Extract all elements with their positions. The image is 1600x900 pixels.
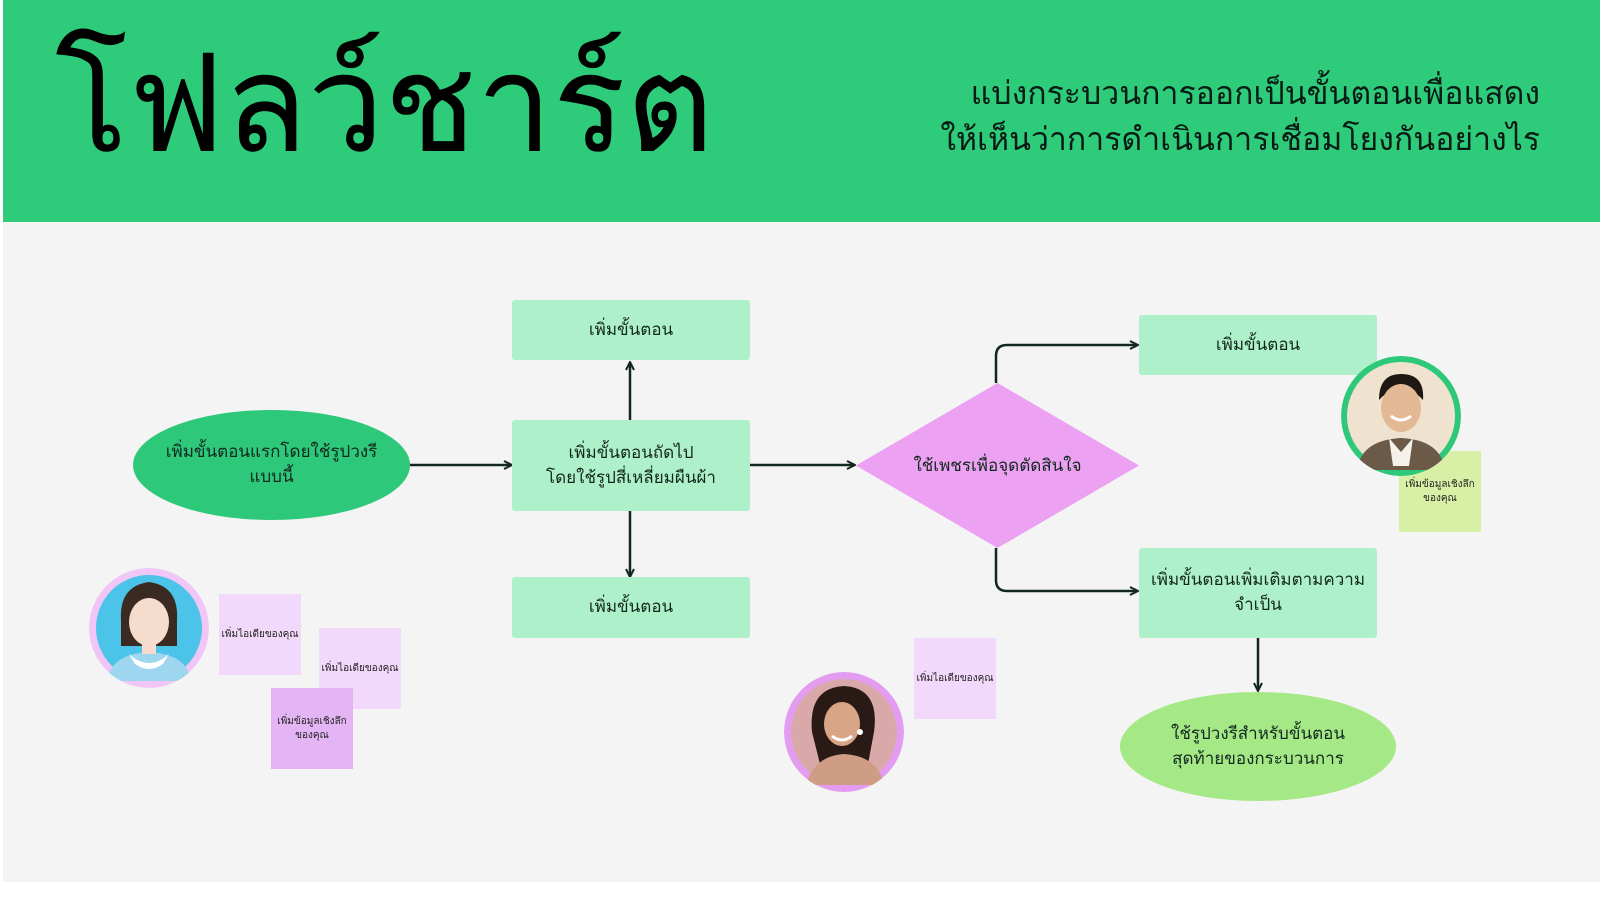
decision-diamond[interactable]: ใช้เพชรเพื่อจุดตัดสินใจ (856, 383, 1139, 548)
subtitle-line-2: ให้เห็นว่าการดำเนินการเชื่อมโยงกันอย่างไ… (940, 120, 1540, 158)
arrow-decision-to-branch-bottom (994, 548, 1137, 591)
avatar-right[interactable] (1341, 356, 1461, 476)
start-ellipse[interactable]: เพิ่มขั้นตอนแรกโดยใช้รูปวงรี แบบนี้ (133, 410, 410, 520)
start-label-line-2: แบบนี้ (249, 467, 294, 487)
sticky-note-idea-center[interactable]: เพิ่มไอเดียของคุณ (914, 638, 996, 719)
sticky-note-text: เพิ่มไอเดียของคุณ (916, 672, 994, 684)
end-label-line-2: สุดท้ายของกระบวนการ (1172, 748, 1344, 769)
end-ellipse[interactable]: ใช้รูปวงรีสำหรับขั้นตอน สุดท้ายของกระบวน… (1120, 692, 1396, 801)
step-top-box[interactable]: เพิ่มขั้นตอน (512, 300, 750, 360)
diamond-shape (856, 383, 1139, 548)
step-middle-label-line-1: เพิ่มขั้นตอนถัดไป (568, 442, 694, 463)
step-bottom-box[interactable]: เพิ่มขั้นตอน (512, 577, 750, 638)
subtitle-line-1: แบ่งกระบวนการออกเป็นขั้นตอนเพื่อแสดง (970, 74, 1540, 112)
sticky-note-idea-left-1[interactable]: เพิ่มไอเดียของคุณ (219, 594, 301, 675)
header-banner: โฟลว์ชาร์ต แบ่งกระบวนการออกเป็นขั้นตอนเพ… (3, 0, 1600, 222)
arrow-decision-to-branch-top (994, 345, 1137, 383)
step-bottom-label: เพิ่มขั้นตอน (588, 597, 674, 617)
avatar-center[interactable] (784, 672, 904, 792)
step-middle-label-line-2: โดยใช้รูปสี่เหลี่ยมผืนผ้า (546, 467, 716, 488)
decision-label: ใช้เพชรเพื่อจุดตัดสินใจ (913, 456, 1082, 476)
branch-bottom-box[interactable]: เพิ่มขั้นตอนเพิ่มเติมตามความ จำเป็น (1139, 548, 1377, 638)
branch-bottom-label-line-1: เพิ่มขั้นตอนเพิ่มเติมตามความ (1150, 570, 1366, 590)
branch-bottom-label-line-2: จำเป็น (1234, 595, 1282, 615)
person-photo-woman-icon (89, 568, 209, 688)
sticky-note-text: เพิ่มไอเดียของคุณ (321, 662, 399, 674)
page-subtitle: แบ่งกระบวนการออกเป็นขั้นตอนเพื่อแสดง ให้… (920, 70, 1540, 162)
person-photo-woman-icon (784, 672, 904, 792)
step-top-label: เพิ่มขั้นตอน (588, 319, 674, 340)
sticky-note-text-line-1: เพิ่มข้อมูลเชิงลึก (277, 715, 347, 727)
person-photo-man-icon (1341, 356, 1461, 476)
sticky-note-text-line-2: ของคุณ (295, 729, 329, 741)
page-title: โฟลว์ชาร์ต (55, 26, 715, 184)
slide-canvas: โฟลว์ชาร์ต แบ่งกระบวนการออกเป็นขั้นตอนเพ… (3, 0, 1600, 882)
sticky-note-text-line-1: เพิ่มข้อมูลเชิงลึก (1405, 478, 1475, 490)
sticky-note-text: เพิ่มไอเดียของคุณ (221, 628, 299, 640)
sticky-note-text-line-2: ของคุณ (1423, 492, 1457, 504)
branch-top-box[interactable]: เพิ่มขั้นตอน (1139, 315, 1377, 375)
start-label-line-1: เพิ่มขั้นตอนแรกโดยใช้รูปวงรี (165, 442, 378, 462)
end-label-line-1: ใช้รูปวงรีสำหรับขั้นตอน (1171, 723, 1345, 744)
sticky-note-insight-left[interactable]: เพิ่มข้อมูลเชิงลึก ของคุณ (271, 688, 353, 769)
step-middle-box[interactable]: เพิ่มขั้นตอนถัดไป โดยใช้รูปสี่เหลี่ยมผืน… (512, 420, 750, 511)
connector-layer (410, 0, 1600, 882)
avatar-left[interactable] (89, 568, 209, 688)
branch-top-label: เพิ่มขั้นตอน (1215, 334, 1301, 355)
